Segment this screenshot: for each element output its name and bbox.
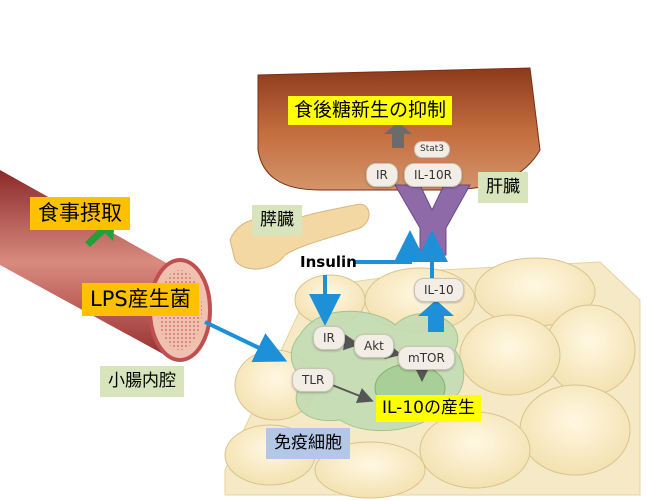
ir-liver-marker: IR bbox=[366, 163, 398, 187]
stat3-marker: Stat3 bbox=[414, 141, 451, 158]
liver-label: 肝臓 bbox=[478, 172, 528, 203]
pancreas-label: 膵臓 bbox=[252, 205, 302, 236]
tlr-marker: TLR bbox=[292, 368, 335, 392]
gluconeogenesis-label: 食後糖新生の抑制 bbox=[288, 96, 453, 125]
insulin-arrows bbox=[204, 230, 448, 363]
lps-bacteria-label: LPS産生菌 bbox=[82, 283, 199, 316]
mtor-marker: mTOR bbox=[398, 346, 455, 370]
il10-production-label: IL-10の産生 bbox=[376, 395, 481, 422]
il10-marker: IL-10 bbox=[414, 278, 464, 302]
ir-cell-marker: IR bbox=[313, 326, 345, 350]
small-intestine-label: 小腸内腔 bbox=[100, 366, 184, 397]
il10r-marker: IL-10R bbox=[404, 163, 462, 187]
insulin-label: Insulin bbox=[300, 253, 357, 271]
food-intake-label: 食事摂取 bbox=[30, 197, 130, 230]
akt-marker: Akt bbox=[354, 334, 394, 358]
il10-release-arrow bbox=[418, 300, 454, 332]
immune-cell-label: 免疫細胞 bbox=[266, 428, 350, 459]
inhibition-arrow bbox=[384, 122, 412, 148]
